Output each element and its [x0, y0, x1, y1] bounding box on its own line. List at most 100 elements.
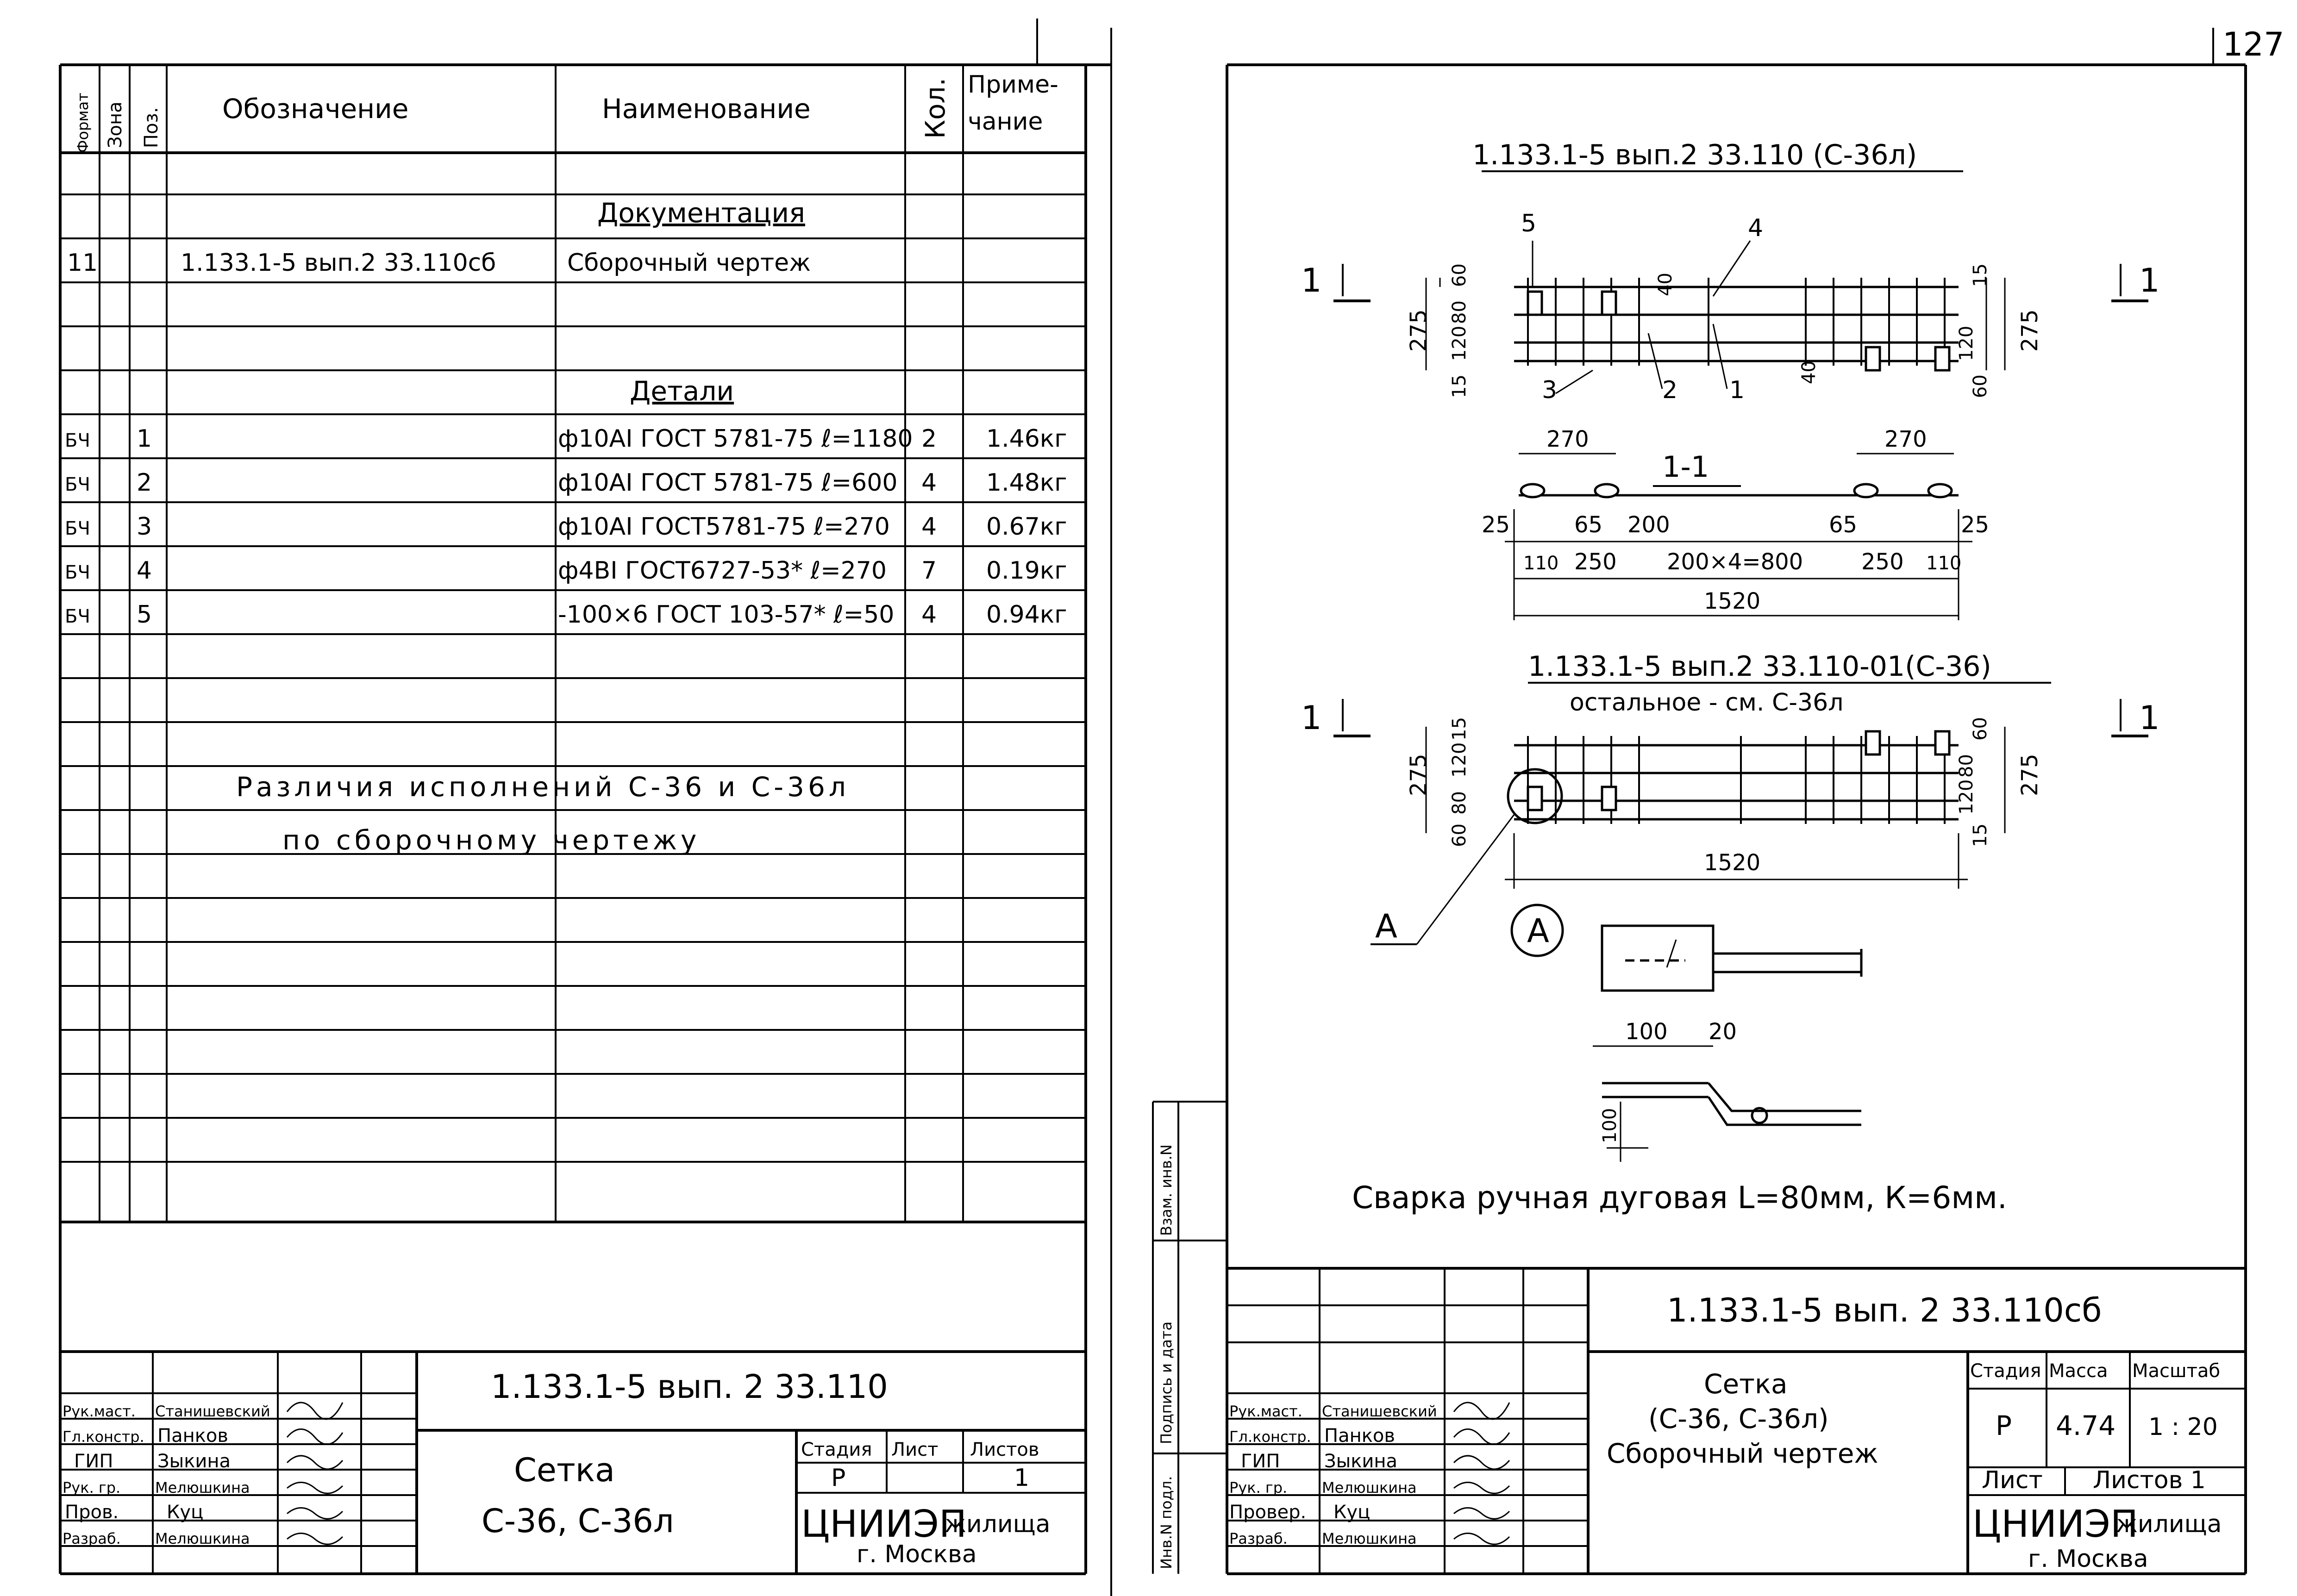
cut-label-right-1: 1 [2139, 262, 2160, 299]
weld-detail [1593, 1045, 1861, 1162]
side-label-inv-orig: Инв.N подл. [1158, 1476, 1175, 1569]
right-stamp-scale-header: Масштаб [2132, 1360, 2220, 1382]
row-format: БЧ [65, 474, 90, 495]
right-stamp-stage: Р [1996, 1410, 2012, 1441]
row-format: БЧ [65, 518, 90, 539]
spec-row: БЧ 4 ф4ВI ГОСТ6727-53* ℓ=270 7 0.19кг [65, 557, 1067, 585]
cut-label-left-2: 1 [1301, 699, 1322, 737]
role-label: ГИП [74, 1451, 113, 1472]
left-stamp-org-suffix: жилища [945, 1510, 1051, 1538]
role-label: Гл.констр. [63, 1428, 144, 1446]
row-pos: 4 [137, 557, 152, 585]
note-line-1: Различия исполнений С-36 и С-36л [236, 771, 850, 803]
row-name: ф10АI ГОСТ 5781-75 ℓ=600 [558, 469, 897, 497]
dim-60-rb: 60 [1970, 717, 1991, 741]
row-name: ф10АI ГОСТ5781-75 ℓ=270 [558, 513, 890, 541]
dim-40: 40 [1655, 273, 1676, 296]
page-number: 127 [2222, 25, 2284, 63]
right-stamp-grid [1227, 1267, 2246, 1574]
dim-65-left: 65 [1574, 512, 1602, 538]
dim-15-rb: 15 [1970, 823, 1991, 847]
left-stamp-sheets-header: Листов [970, 1439, 1039, 1460]
dim-120-b: 120 [1449, 742, 1470, 778]
left-stamp-stage: Р [831, 1464, 845, 1492]
role-label: Рук. гр. [1229, 1479, 1287, 1496]
row-pos: 2 [137, 469, 152, 497]
role-label: Разраб. [1229, 1530, 1288, 1547]
drawing-subtitle-2: остальное - см. С-36л [1570, 689, 1843, 717]
dim-110-left: 110 [1523, 553, 1558, 574]
dim-15-b: 15 [1449, 717, 1470, 741]
dim-100: 100 [1625, 1019, 1668, 1045]
role-name: Мелюшкина [1322, 1530, 1417, 1547]
right-stamp-doc-code: 1.133.1-5 вып. 2 33.110сб [1667, 1291, 2102, 1329]
section-label: 1-1 [1662, 450, 1709, 484]
side-label-vzam: Взам. инв.N [1158, 1144, 1175, 1236]
doc-designation: 1.133.1-5 вып.2 33.110сб [181, 249, 496, 277]
dim-275r: 275 [2017, 309, 2043, 352]
dim-80-rb: 80 [1956, 754, 1977, 778]
header-format: Формат [74, 93, 92, 153]
row-note: 1.46кг [986, 425, 1067, 453]
row-name: -100×6 ГОСТ 103-57* ℓ=50 [558, 601, 894, 629]
right-stamp-org: ЦНИИЭП [1972, 1502, 2138, 1546]
drawing-title-1: 1.133.1-5 вып.2 33.110 (С-36л) [1472, 139, 1917, 171]
left-stamp-title-2: С-36, С-36л [482, 1502, 674, 1540]
role-name: Зыкина [1324, 1451, 1397, 1472]
right-stamp-scale: 1 : 20 [2148, 1413, 2218, 1441]
cut-label-right-2: 1 [2139, 699, 2160, 737]
dim-15r: 15 [1970, 263, 1991, 287]
role-label: Пров. [65, 1502, 119, 1523]
dim-110-right: 110 [1926, 553, 1961, 574]
right-stamp-title-3: Сборочный чертеж [1607, 1438, 1878, 1469]
row-name: ф10АI ГОСТ 5781-75 ℓ=1180 [558, 425, 913, 453]
role-name: Станишевский [155, 1403, 270, 1420]
left-stamp-sheet-header: Лист [891, 1439, 938, 1460]
header-pos: Поз. [141, 107, 162, 148]
dim-40b: 40 [1798, 361, 1820, 384]
left-stamp-doc-code: 1.133.1-5 вып. 2 33.110 [491, 1368, 888, 1406]
role-label: Рук.маст. [63, 1403, 136, 1420]
left-stamp-title-1: Сетка [514, 1451, 615, 1489]
left-stamp-roles: Рук.маст. Станишевский Гл.констр. Панков… [63, 1403, 270, 1547]
right-stamp-sheets-header: Листов 1 [2093, 1466, 2206, 1494]
dim-270-left: 270 [1546, 426, 1589, 452]
role-label: Рук. гр. [63, 1479, 120, 1496]
spec-row: БЧ 2 ф10АI ГОСТ 5781-75 ℓ=600 4 1.48кг [65, 469, 1067, 497]
dim-250-left: 250 [1574, 549, 1617, 575]
row-qty: 4 [921, 513, 937, 541]
dim-200x4: 200×4=800 [1667, 549, 1803, 575]
dim-120: 120 [1449, 326, 1470, 361]
row-qty: 2 [921, 425, 937, 453]
spec-row: БЧ 5 -100×6 ГОСТ 103-57* ℓ=50 4 0.94кг [65, 601, 1067, 629]
header-name: Наименование [602, 93, 811, 125]
row-pos: 5 [137, 601, 152, 629]
row-pos: 3 [137, 513, 152, 541]
role-name: Панков [1324, 1425, 1395, 1446]
row-qty: 4 [921, 601, 937, 629]
role-name: Куц [167, 1502, 203, 1523]
dim-80: 80 [1449, 300, 1470, 324]
plan-c36l [1333, 170, 2148, 394]
left-stamp-city: г. Москва [857, 1540, 977, 1568]
right-stamp-mass: 4.74 [2056, 1410, 2115, 1441]
row-note: 0.19кг [986, 557, 1067, 585]
row-note: 0.94кг [986, 601, 1067, 629]
pos-label-2: 2 [1662, 376, 1677, 404]
dim-1520-b: 1520 [1704, 850, 1760, 876]
spec-row: БЧ 3 ф10АI ГОСТ5781-75 ℓ=270 4 0.67кг [65, 513, 1067, 541]
role-name: Куц [1333, 1502, 1370, 1523]
pos-label-4: 4 [1748, 214, 1763, 242]
detail-a [1601, 924, 1863, 992]
role-label: Гл.констр. [1229, 1428, 1311, 1446]
dim-60: 60 [1449, 263, 1470, 287]
row-qty: 4 [921, 469, 937, 497]
section-1-1 [1505, 453, 1972, 620]
row-pos: 1 [137, 425, 152, 453]
dim-25-right: 25 [1961, 512, 1989, 538]
section-details: Детали [630, 375, 734, 407]
right-stamp-title-2: (С-36, С-36л) [1648, 1403, 1829, 1434]
role-name: Мелюшкина [155, 1530, 250, 1547]
dim-60-b: 60 [1449, 823, 1470, 847]
